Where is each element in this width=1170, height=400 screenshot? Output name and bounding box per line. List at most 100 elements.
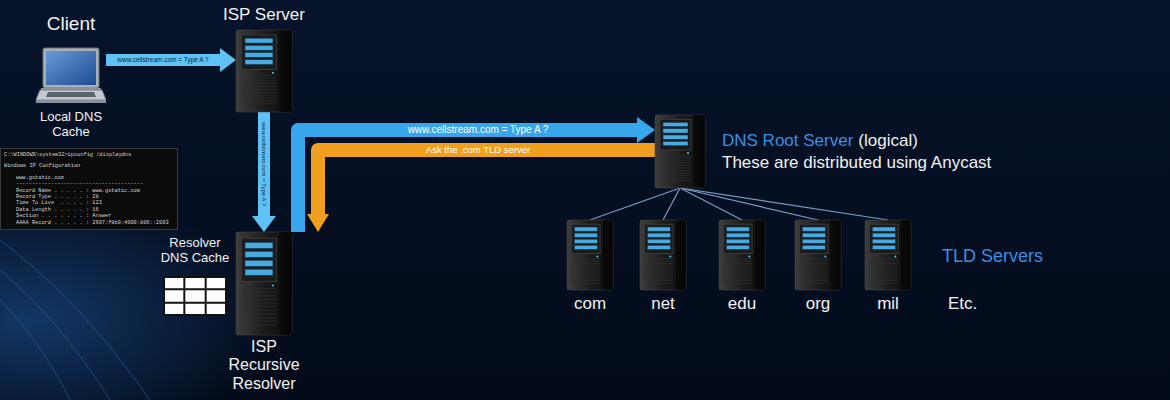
server-grille (660, 167, 691, 168)
server-grille (800, 268, 829, 269)
server-icon (236, 30, 292, 112)
server-grille (660, 180, 691, 181)
server-grille (645, 263, 674, 264)
server-bay (663, 122, 688, 126)
server-grille (242, 303, 277, 304)
server-grille (645, 258, 674, 259)
server-bay (647, 233, 670, 237)
node-label: Resolver DNS Cache (155, 236, 235, 266)
server-grille (572, 258, 601, 259)
server-side (831, 220, 841, 290)
edge-label: www.cellstream.com = Type A ? (261, 120, 267, 208)
server-icon (655, 115, 705, 188)
laptop-lid (43, 48, 99, 88)
server-grille (870, 270, 899, 271)
label-holder: TLD Servers (942, 246, 1043, 267)
server-grille (242, 321, 277, 322)
terminal-line: Section . . . . . . . : Answer (4, 213, 174, 219)
server-grille (242, 288, 277, 289)
server-led (687, 152, 689, 154)
server-bay (726, 227, 749, 231)
server-panel (242, 238, 277, 281)
server-grille (572, 270, 601, 271)
server-bay (574, 233, 597, 237)
tree-line (680, 188, 818, 220)
server-bay (802, 239, 825, 243)
server-grille (800, 280, 829, 281)
server-panel (645, 224, 674, 253)
light-streak (0, 300, 70, 400)
label-holder: Etc. (948, 294, 977, 314)
light-streak (0, 240, 150, 400)
server-grille (724, 260, 753, 261)
server-bay (726, 245, 749, 249)
terminal-line: Data Length . . . . . : 16 (4, 207, 174, 213)
node-label: These are distributed using Anycast (722, 153, 991, 173)
client-laptop: ClientLocal DNS Cache (36, 48, 106, 106)
server-bay (663, 135, 688, 139)
server-grille (660, 178, 691, 179)
table-frame (164, 277, 226, 315)
server-icon (567, 220, 613, 290)
table-icon (163, 276, 227, 316)
server-grille (660, 155, 691, 156)
node-text-holder: com (560, 294, 620, 314)
edge-label-holder: www.cellstream.com = Type A ? (406, 125, 551, 135)
server-grille (870, 265, 899, 266)
server-led (748, 255, 750, 257)
server-grille (645, 280, 674, 281)
edge-label: Ask the .com TLD server (424, 145, 532, 155)
server-grille (660, 162, 691, 163)
server-panel (800, 224, 829, 253)
dns-root-server: DNS Root Server(logical)These are distri… (655, 115, 705, 188)
edge-label-holder: www.cellstream.com = Type A ? (115, 57, 210, 64)
table-grid (183, 277, 185, 315)
server-grille (870, 283, 899, 284)
etc-label: Etc. (948, 294, 977, 314)
server-bay (245, 260, 273, 266)
server-grille (870, 280, 899, 281)
server-bay (663, 141, 688, 145)
server-grille (242, 295, 277, 296)
node-text-holder: Client (21, 13, 121, 35)
server-grille (800, 270, 829, 271)
server-side (901, 220, 911, 290)
terminal-line: Windows IP Configuration (4, 163, 174, 169)
isp-server: ISP Server (236, 30, 292, 112)
server-led (596, 255, 598, 257)
server-grille (242, 103, 277, 104)
server-bay (574, 227, 597, 231)
server-grille (800, 283, 829, 284)
server-panel (572, 224, 601, 253)
node-label: Local DNS Cache (31, 110, 111, 140)
tree-line (590, 188, 680, 220)
node-text-holder: org (788, 294, 848, 314)
server-grille (242, 95, 277, 96)
server-grille (660, 170, 691, 171)
server-grille (645, 275, 674, 276)
server-grille (645, 260, 674, 261)
server-bay (245, 242, 273, 248)
server-side (603, 220, 613, 290)
server-body (236, 232, 292, 335)
terminal-line: AAAA Record . . . . . : 2607:f8b0:4000:8… (4, 220, 174, 226)
server-grille (870, 260, 899, 261)
server-grille (645, 273, 674, 274)
server-grille (242, 292, 277, 293)
query-arrow (258, 112, 270, 216)
tld-server: com (567, 220, 613, 290)
server-bay (872, 245, 895, 249)
query-arrow (106, 54, 220, 66)
server-grille (645, 270, 674, 271)
server-led (824, 255, 826, 257)
node-label: DNS Root Server (722, 131, 853, 151)
server-grille (724, 263, 753, 264)
server-bay (726, 239, 749, 243)
tree-line (663, 188, 680, 220)
server-grille (800, 278, 829, 279)
node-text-holder: edu (712, 294, 772, 314)
tld-server: edu (719, 220, 765, 290)
server-grille (724, 280, 753, 281)
server-grille (572, 283, 601, 284)
